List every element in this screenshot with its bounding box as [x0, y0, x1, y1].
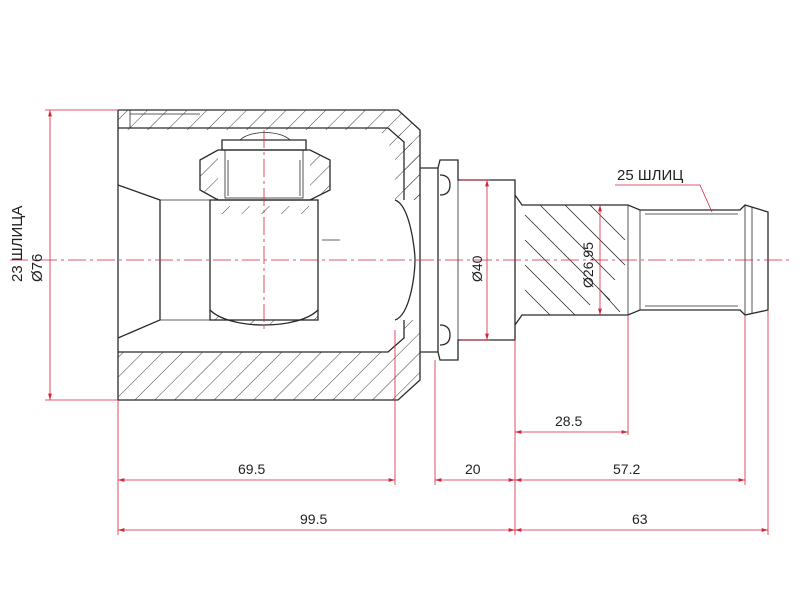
tripod-assembly — [199, 132, 340, 326]
housing — [117, 109, 421, 401]
dim-57-2: 57.2 — [613, 461, 640, 477]
dim-69-5: 69.5 — [238, 461, 265, 477]
dim-d40: Ø40 — [469, 255, 485, 282]
right-splines-note: 25 ШЛИЦ — [617, 167, 683, 184]
dimension-lines — [48, 110, 768, 532]
left-splines-note: 23 ШЛИЦА — [9, 206, 26, 282]
extension-lines — [45, 109, 769, 535]
dim-20: 20 — [465, 461, 481, 477]
left-diameter-note: Ø76 — [29, 254, 46, 282]
dim-28-5: 28.5 — [555, 413, 582, 429]
dim-d2695: Ø26.95 — [580, 242, 596, 288]
dim-63: 63 — [632, 511, 648, 527]
dim-99-5: 99.5 — [300, 511, 327, 527]
